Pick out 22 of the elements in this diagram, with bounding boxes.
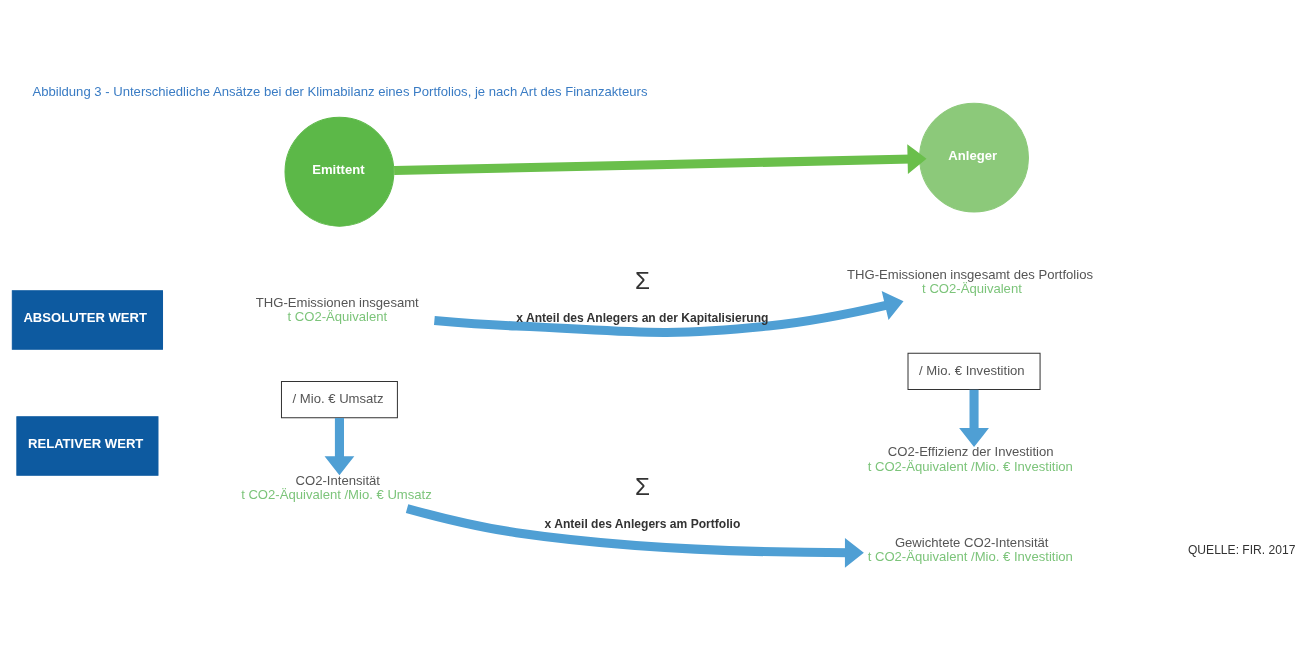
diagram-title: Abbildung 3 - Unterschiedliche Ansätze bei der Klimabilanz eines Portfolios, je nach Art des Finanzakteurs <box>32 83 648 99</box>
label: QUELLE: FIR. 2017 <box>1187 542 1296 557</box>
arrow <box>394 144 927 176</box>
node-circle: Anleger <box>919 102 1029 213</box>
arrow <box>434 291 904 337</box>
node-circle: Emittent <box>284 116 395 227</box>
node-text: THG-Emissionen insgesamt t CO2-Äquivalent <box>255 295 419 325</box>
node-box: ABSOLUTER WERT <box>11 290 164 350</box>
arrow <box>959 389 989 447</box>
node-text: THG-Emissionen insgesamt des Portfolios t CO2-Äquivalent <box>847 267 1093 297</box>
label: Σ <box>634 266 650 294</box>
node-text: Gewichtete CO2-Intensität t CO2-Äquivalent /Mio. € Investition <box>867 535 1073 565</box>
label: Σ <box>634 472 650 500</box>
node-box: / Mio. € Investition <box>907 352 1041 390</box>
node-text: CO2-Intensität t CO2-Äquivalent /Mio. € Umsatz <box>241 472 432 502</box>
arrow <box>324 418 355 476</box>
edge-label: x Anteil des Anlegers am Portfolio <box>544 517 741 532</box>
node-box: / Mio. € Umsatz <box>280 380 398 419</box>
node-text: CO2-Effizienz der Investition t CO2-Äquivalent /Mio. € Investition <box>867 444 1073 474</box>
arrow <box>405 504 864 568</box>
node-box: RELATIVER WERT <box>16 416 159 476</box>
edge-label: x Anteil des Anlegers an der Kapitalisierung <box>516 310 769 325</box>
